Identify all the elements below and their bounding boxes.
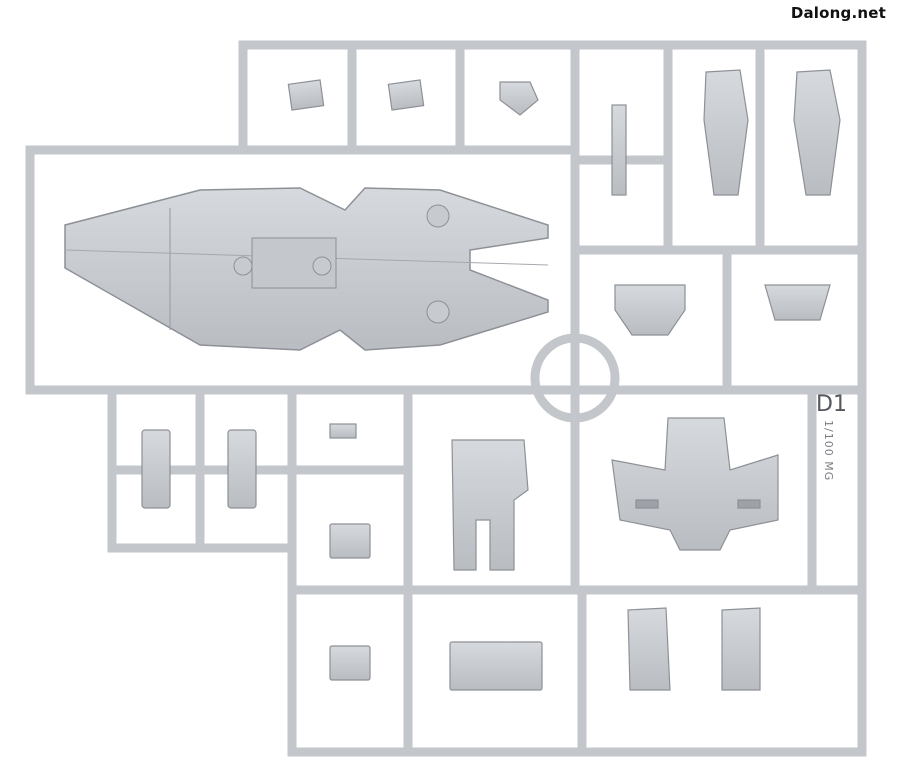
watermark: Dalong.net xyxy=(790,4,886,22)
center-lower-parts xyxy=(329,439,761,691)
chest-part xyxy=(611,417,779,551)
left-lower-parts xyxy=(141,423,357,509)
mid-right-parts xyxy=(614,284,831,336)
runner-side-text: 1/100 MG xyxy=(822,420,835,482)
runner-ring xyxy=(530,333,620,423)
small-top-parts xyxy=(287,69,841,196)
hull-plate-part xyxy=(64,187,549,351)
runner-code-label: D1 xyxy=(816,392,847,417)
runner-frame xyxy=(25,40,867,757)
